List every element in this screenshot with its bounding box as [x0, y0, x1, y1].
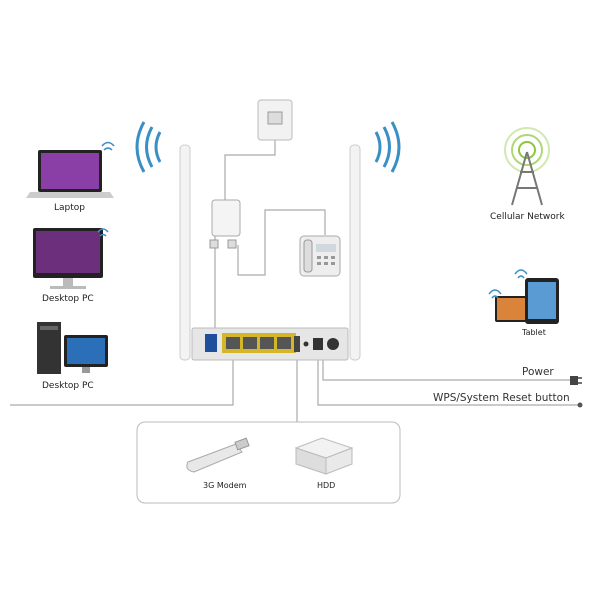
3g-modem-label: 3G Modem	[203, 481, 247, 490]
usb-devices-box	[136, 421, 401, 504]
wall-jack-icon	[257, 99, 293, 141]
wps-line	[317, 358, 580, 406]
laptop-label: Laptop	[54, 203, 85, 213]
antenna-right	[349, 144, 361, 361]
usb-modem-icon	[186, 437, 250, 473]
hdd-icon	[294, 437, 354, 475]
splitter-icon	[209, 199, 241, 249]
telephone-icon	[299, 235, 341, 277]
power-switch	[327, 338, 339, 350]
power-line	[322, 358, 572, 381]
wps-button	[303, 341, 309, 347]
cellular-network-label: Cellular Network	[490, 212, 565, 222]
dsl-port	[205, 334, 217, 352]
desktop-tower-icon	[37, 322, 108, 374]
usb-port	[294, 336, 300, 352]
wps-label: WPS/System Reset button	[433, 392, 570, 404]
phone-line-wall	[224, 140, 276, 200]
power-port	[313, 338, 323, 350]
tablet-label: Tablet	[522, 328, 546, 337]
antenna-left	[179, 144, 191, 361]
wps-dot-icon	[577, 402, 583, 408]
laptop-icon	[26, 141, 115, 198]
router-icon	[135, 121, 401, 361]
cell-tower-icon	[504, 127, 550, 206]
lan-cable-line	[10, 358, 234, 406]
phone-line	[237, 209, 326, 276]
power-label: Power	[522, 366, 554, 378]
wifi-waves-icon	[135, 121, 401, 173]
tablet-icon	[488, 269, 559, 324]
connection-lines	[10, 140, 580, 422]
desktop-pc-wired-label: Desktop PC	[42, 381, 94, 391]
hdd-label: HDD	[317, 481, 336, 490]
power-plug-icon	[570, 376, 582, 385]
desktop-pc-wifi-label: Desktop PC	[42, 294, 94, 304]
desktop-monitor-icon	[33, 228, 109, 289]
